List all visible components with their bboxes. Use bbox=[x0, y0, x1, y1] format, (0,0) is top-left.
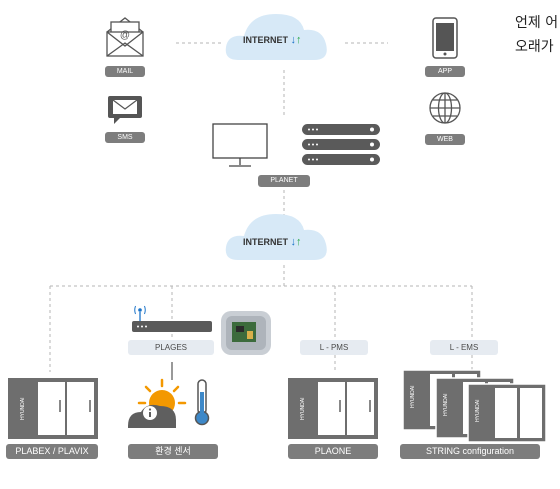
mail-label: MAIL bbox=[105, 66, 145, 77]
side-text-line1: 언제 어 bbox=[515, 15, 559, 31]
sms-icon bbox=[108, 96, 142, 124]
internet-cloud-mid bbox=[225, 214, 327, 260]
sensor-label: 환경 센서 bbox=[128, 444, 218, 459]
internet-label-top: INTERNET ↓↑ bbox=[243, 34, 302, 46]
svg-text:HYUNDAI: HYUNDAI bbox=[20, 397, 26, 420]
side-text-line2: 오래가 bbox=[515, 39, 554, 55]
string-config-label: STRING configuration bbox=[400, 444, 540, 459]
mail-icon: @ bbox=[106, 17, 144, 57]
globe-icon bbox=[429, 92, 461, 124]
svg-text:HYUNDAI: HYUNDAI bbox=[300, 397, 306, 420]
lpms-tag: L - PMS bbox=[300, 340, 368, 355]
plabex-label: PLABEX / PLAVIX bbox=[6, 444, 98, 459]
plaone-label: PLAONE bbox=[288, 444, 378, 459]
cabinet-plaone: HYUNDAI bbox=[288, 378, 378, 439]
internet-cloud-top bbox=[225, 14, 327, 60]
phone-icon bbox=[432, 17, 458, 59]
device-module-image bbox=[221, 311, 271, 355]
internet-label-mid: INTERNET ↓↑ bbox=[243, 236, 302, 248]
sms-label: SMS bbox=[105, 132, 145, 143]
svg-text:HYUNDAI: HYUNDAI bbox=[410, 385, 416, 408]
planet-label: PLANET bbox=[258, 175, 310, 187]
svg-text:@: @ bbox=[120, 30, 130, 41]
svg-text:HYUNDAI: HYUNDAI bbox=[443, 393, 449, 416]
svg-text:HYUNDAI: HYUNDAI bbox=[475, 399, 481, 422]
cabinet-string-3: HYUNDAI bbox=[467, 383, 547, 443]
plages-tag: PLAGES bbox=[128, 340, 214, 355]
server-icon bbox=[302, 124, 380, 165]
router-icon bbox=[132, 305, 212, 332]
web-label: WEB bbox=[425, 134, 465, 145]
connector-lines bbox=[49, 42, 473, 372]
monitor-icon bbox=[212, 123, 268, 167]
sensor-icon bbox=[128, 378, 210, 428]
app-label: APP bbox=[425, 66, 465, 77]
lems-tag: L - EMS bbox=[430, 340, 498, 355]
cabinet-plabex: HYUNDAI bbox=[8, 378, 98, 439]
